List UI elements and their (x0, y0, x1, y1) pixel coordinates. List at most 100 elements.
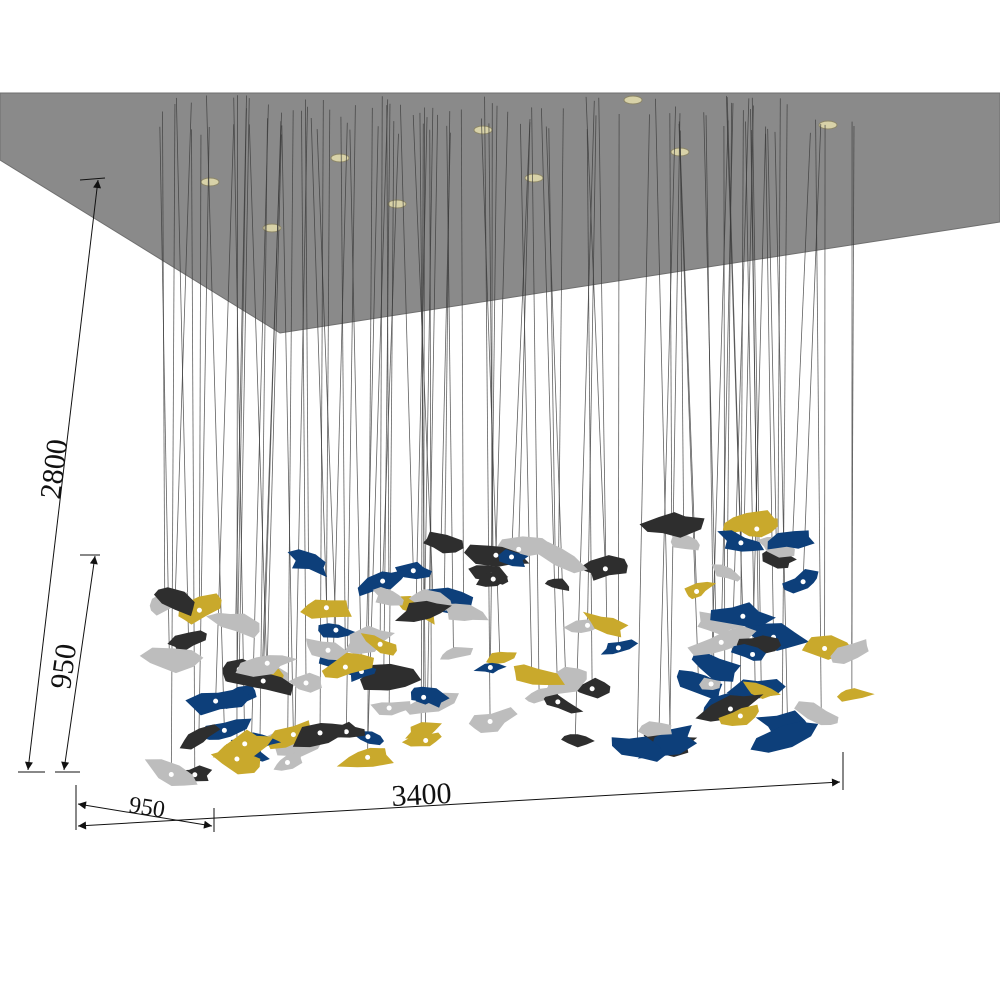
wire (238, 98, 250, 670)
dimension-width-950 (77, 801, 215, 832)
wire (488, 123, 494, 580)
fragment-hole (738, 540, 744, 546)
fragment-hole (509, 554, 515, 560)
fragment-hole (260, 678, 266, 684)
fragment-hole (555, 699, 561, 705)
fragment-hole (493, 552, 499, 558)
fragment (561, 734, 595, 748)
wire (655, 98, 671, 744)
wire (236, 95, 238, 759)
fragment (442, 603, 489, 621)
fragment-hole (589, 686, 595, 692)
fragment (226, 668, 294, 696)
fragment-hole (284, 759, 290, 765)
fragment (691, 652, 741, 682)
fragment (830, 639, 869, 664)
wire (460, 109, 464, 614)
fragment-hole (487, 718, 493, 724)
fragment (836, 688, 875, 702)
wire (726, 102, 733, 574)
fragment (513, 664, 566, 685)
fragment (637, 721, 672, 737)
wire (586, 129, 593, 689)
wire (751, 97, 762, 690)
wire (316, 129, 337, 631)
fragment-hole (196, 607, 202, 613)
wire (233, 97, 246, 744)
fragment-hole (800, 579, 806, 585)
fragment (153, 587, 195, 617)
fragment (321, 652, 375, 679)
fragment (676, 669, 723, 702)
dimension-height-2800 (18, 177, 106, 773)
dimension-drop-950 (55, 554, 100, 773)
wire (236, 108, 247, 696)
fragment-hole (242, 741, 248, 747)
fragment (401, 732, 442, 747)
wire (658, 106, 676, 729)
wire (815, 119, 822, 716)
fragment (697, 611, 749, 635)
wire (412, 114, 434, 602)
fragment-hole (423, 738, 429, 744)
wire (710, 120, 729, 685)
dimension-label-drop-950: 950 (44, 642, 83, 691)
fragment (639, 512, 705, 538)
wire (174, 102, 192, 601)
wire (305, 99, 309, 563)
canopy (262, 223, 282, 233)
fragment (750, 721, 819, 753)
wire (248, 124, 268, 674)
wire (520, 123, 533, 675)
dimension-label-width-950: 950 (127, 792, 167, 823)
wire (745, 121, 756, 688)
fragment-hole (410, 568, 416, 574)
fragment (179, 724, 221, 750)
fragment-hole (342, 664, 348, 670)
fragment (235, 655, 298, 677)
fragment-hole (727, 706, 733, 712)
fragment (794, 701, 839, 726)
wire (199, 134, 202, 611)
wire (511, 119, 531, 558)
wire (400, 104, 414, 571)
wire (388, 121, 395, 709)
wire (767, 128, 777, 547)
wire (310, 117, 329, 651)
fragments (139, 510, 875, 786)
wire (262, 121, 282, 682)
wire (587, 115, 597, 626)
wire (750, 109, 760, 644)
wire (419, 112, 427, 741)
wire (259, 118, 268, 739)
canopy (330, 153, 350, 163)
wire (386, 105, 390, 597)
wire (340, 116, 346, 668)
fragment-hole (737, 713, 743, 719)
fragment-hole (234, 756, 240, 762)
fragment-hole (333, 627, 339, 633)
wire (723, 125, 726, 703)
fragment-hole (516, 546, 522, 552)
wire (679, 130, 685, 543)
fragment-hole (192, 772, 198, 778)
wire (345, 105, 356, 732)
fragment-hole (365, 754, 371, 760)
wire (332, 122, 348, 663)
wire (266, 134, 282, 664)
fragment-hole (822, 646, 828, 652)
wire (678, 121, 698, 592)
fragment-hole (694, 589, 700, 595)
fragment-hole (264, 660, 270, 666)
dimension-label-2800: 2800 (34, 437, 74, 501)
canopies (200, 95, 838, 233)
fragment (292, 722, 345, 748)
fragment (782, 568, 819, 594)
fragment (394, 600, 452, 622)
fragment (287, 549, 327, 578)
wire (287, 110, 294, 763)
fragment-hole (585, 622, 591, 628)
wire (636, 114, 650, 749)
